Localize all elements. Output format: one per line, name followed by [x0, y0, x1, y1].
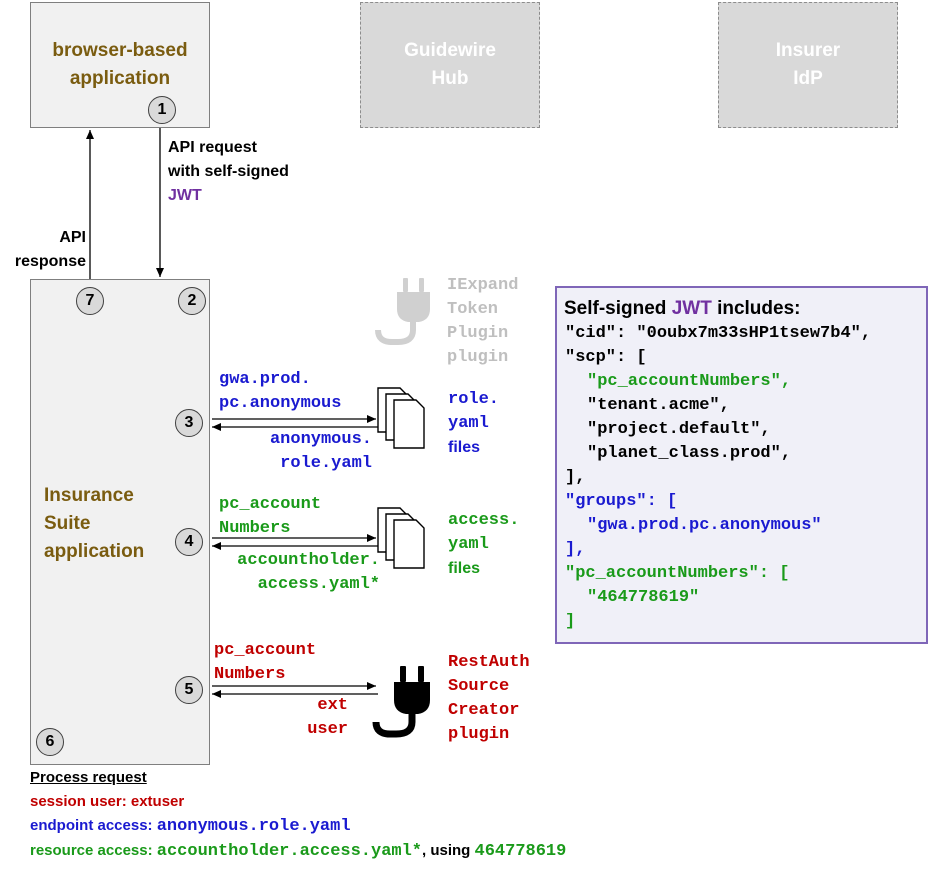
jwt-title-suffix: includes: — [711, 298, 801, 319]
api-request-line2: with self-signed — [168, 163, 289, 180]
jwt-scp-item-4: "planet_class.prod", — [587, 444, 792, 463]
restauth-line2: Source — [448, 677, 510, 696]
step3-back-label: anonymous. role.yaml — [220, 428, 372, 476]
resource-value: accountholder.access.yaml* — [156, 842, 423, 861]
resource-mid: , using — [422, 842, 475, 859]
role-yaml-line1: role. — [448, 390, 500, 409]
process-heading: Process request — [30, 769, 147, 786]
jwt-title-jwt: JWT — [671, 298, 712, 319]
step5-out-line1: pc_account — [214, 641, 317, 660]
endpoint-prefix: endpoint access: — [30, 817, 157, 834]
api-request-jwt: JWT — [168, 187, 202, 204]
restauth-plugin-label: RestAuth Source Creator plugin — [448, 651, 530, 747]
access-yaml-files-icon — [377, 507, 425, 569]
step5-out-line2: Numbers — [214, 665, 286, 684]
endpoint-value: anonymous.role.yaml — [156, 817, 351, 836]
role-yaml-files-icon — [377, 387, 425, 449]
guidewire-hub-title: Guidewire Hub — [404, 40, 496, 89]
guidewire-hub-box: Guidewire Hub — [360, 2, 540, 128]
step-6-badge: 6 — [36, 728, 64, 756]
process-session-user: session user: extuser — [30, 793, 185, 810]
api-response-label: API response — [8, 226, 86, 274]
jwt-panel-title: Self-signed JWT includes: — [564, 296, 800, 322]
jwt-title-prefix: Self-signed — [564, 298, 672, 319]
step4-out-line2: Numbers — [219, 519, 291, 538]
step-3-badge: 3 — [175, 409, 203, 437]
insurer-idp-box: Insurer IdP — [718, 2, 898, 128]
resource-num: 464778619 — [474, 842, 567, 861]
step4-out-label: pc_account Numbers — [219, 493, 321, 541]
access-yaml-line3: files — [448, 560, 481, 577]
step-4-badge: 4 — [175, 528, 203, 556]
iexpand-line1: IExpand — [447, 276, 519, 295]
step-1-badge: 1 — [148, 96, 176, 124]
role-yaml-line3: files — [448, 439, 481, 456]
iexpand-line4: plugin — [447, 348, 509, 367]
step5-back-label: ext user — [250, 694, 348, 742]
jwt-cid-line: "cid": "0oubx7m33sHP1tsew7b4", — [565, 324, 872, 343]
role-yaml-line2: yaml — [448, 414, 489, 433]
insurer-idp-title: Insurer IdP — [775, 40, 841, 89]
jwt-scp-open: "scp": [ — [565, 348, 647, 367]
process-request-block: Process request session user: extuser en… — [30, 766, 566, 864]
api-response-line2: response — [14, 253, 86, 270]
jwt-accnum-open: "pc_accountNumbers": [ — [565, 564, 790, 583]
step4-back-label: accountholder. access.yaml* — [206, 549, 380, 597]
jwt-scp-item-3: "project.default", — [587, 420, 771, 439]
step-2-badge: 2 — [178, 287, 206, 315]
process-endpoint-access: endpoint access: anonymous.role.yaml — [30, 814, 566, 839]
step4-back-line2: access.yaml* — [257, 575, 380, 594]
restauth-line4: plugin — [448, 725, 510, 744]
step3-out-label: gwa.prod. pc.anonymous — [219, 368, 341, 416]
jwt-groups-open: "groups": [ — [565, 492, 678, 511]
iexpand-line2: Token — [447, 300, 499, 319]
step3-back-line1: anonymous. — [269, 430, 372, 449]
jwt-accnum-close: ] — [565, 612, 576, 631]
step4-out-line1: pc_account — [219, 495, 322, 514]
restauth-plug-icon — [372, 666, 430, 738]
step5-out-label: pc_account Numbers — [214, 639, 316, 687]
access-yaml-line1: access. — [448, 511, 520, 530]
process-resource-access: resource access: accountholder.access.ya… — [30, 839, 566, 864]
role-yaml-files-label: role. yaml files — [448, 388, 499, 460]
iexpand-plugin-label: IExpand Token Plugin plugin — [447, 274, 518, 370]
iexpand-line3: Plugin — [447, 324, 509, 343]
step3-out-line2: pc.anonymous — [219, 394, 342, 413]
resource-prefix: resource access: — [30, 842, 157, 859]
jwt-accnum-item: "464778619" — [587, 588, 700, 607]
jwt-scp-item-2: "tenant.acme", — [587, 396, 730, 415]
restauth-line1: RestAuth — [448, 653, 530, 672]
jwt-claims-panel: Self-signed JWT includes: "cid": "0oubx7… — [555, 286, 928, 644]
access-yaml-line2: yaml — [448, 535, 489, 554]
insurance-suite-title: Insurance Suite application — [44, 485, 145, 562]
step-7-badge: 7 — [76, 287, 104, 315]
step5-back-line2: user — [307, 720, 348, 739]
jwt-scp-item-1: "pc_accountNumbers", — [587, 372, 792, 391]
browser-app-title: browser-based application — [52, 40, 188, 89]
iexpand-plug-icon — [375, 278, 430, 345]
step-5-badge: 5 — [175, 676, 203, 704]
restauth-line3: Creator — [448, 701, 520, 720]
api-request-label: API request with self-signed JWT — [168, 136, 289, 208]
jwt-groups-close: ], — [565, 540, 586, 559]
step3-back-line2: role.yaml — [280, 454, 372, 473]
api-response-line1: API — [59, 229, 86, 246]
step5-back-line1: ext — [317, 696, 348, 715]
step4-back-line1: accountholder. — [237, 551, 380, 570]
api-request-line1: API request — [168, 139, 257, 156]
step3-out-line1: gwa.prod. — [219, 370, 311, 389]
jwt-scp-close: ], — [565, 468, 586, 487]
access-yaml-files-label: access. yaml files — [448, 509, 519, 581]
browser-app-box: browser-based application — [30, 2, 210, 128]
jwt-groups-item: "gwa.prod.pc.anonymous" — [587, 516, 822, 535]
